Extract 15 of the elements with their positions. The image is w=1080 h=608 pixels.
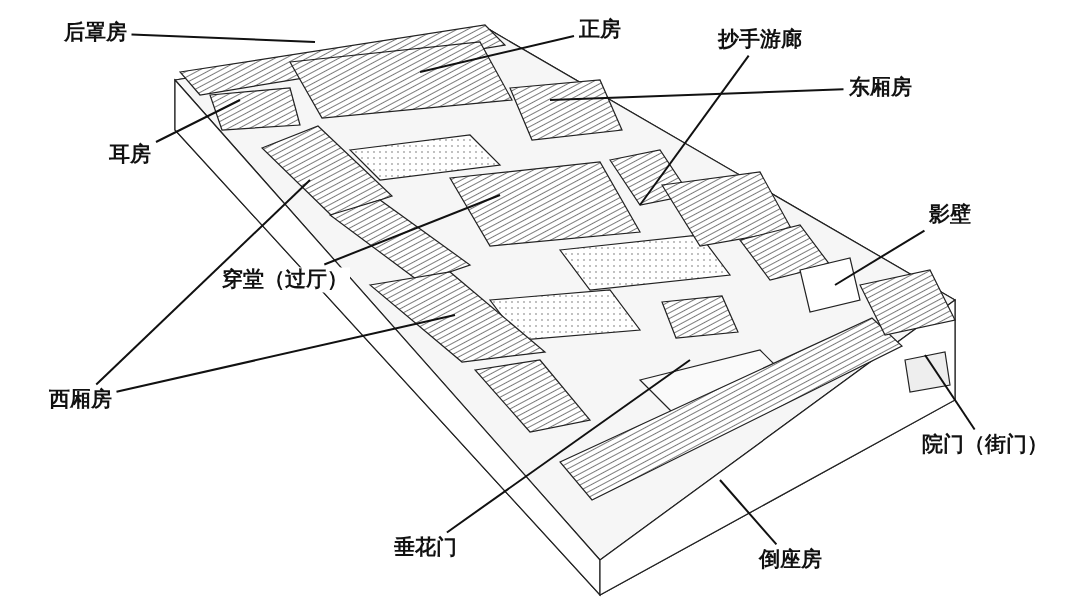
- leader-line: [924, 354, 976, 431]
- leader-line: [419, 35, 575, 73]
- leader-line: [639, 54, 750, 206]
- leader-line: [719, 479, 778, 546]
- leader-line: [834, 229, 926, 286]
- leader-line: [155, 99, 241, 143]
- leader-line: [549, 88, 845, 101]
- leader-line: [115, 314, 456, 393]
- part-label: 抄手游廊: [716, 27, 804, 53]
- leader-line: [95, 179, 311, 386]
- leader-line: [130, 33, 316, 43]
- leader-line: [323, 194, 501, 266]
- part-label: 倒座房: [756, 547, 824, 573]
- leader-line: [445, 359, 691, 534]
- part-label: 穿堂（过厅）: [220, 267, 350, 293]
